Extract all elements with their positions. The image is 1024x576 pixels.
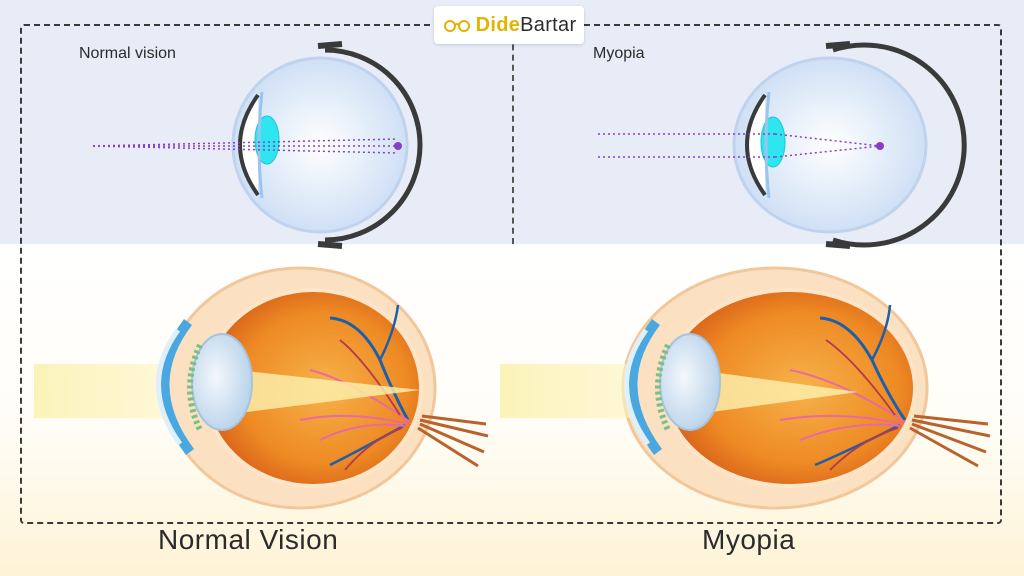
brand-name: DideBartar (476, 14, 577, 37)
top-left-label: Normal vision (79, 45, 176, 62)
myopia-eye-anatomy (500, 266, 991, 510)
top-right-label: Myopia (593, 45, 645, 62)
normal-eye-anatomy (34, 266, 489, 510)
brand-name-part2: Bartar (520, 13, 577, 36)
bottom-left-label: Normal Vision (158, 524, 339, 555)
brand-logo: DideBartar (434, 6, 584, 44)
normal-eye-schematic (92, 41, 423, 249)
glasses-icon (443, 20, 470, 32)
brand-name-part1: Dide (475, 13, 521, 36)
myopia-eye-schematic (598, 41, 967, 249)
bottom-right-label: Myopia (702, 524, 796, 555)
dashed-frame (20, 24, 1002, 524)
top-divider (512, 24, 514, 244)
